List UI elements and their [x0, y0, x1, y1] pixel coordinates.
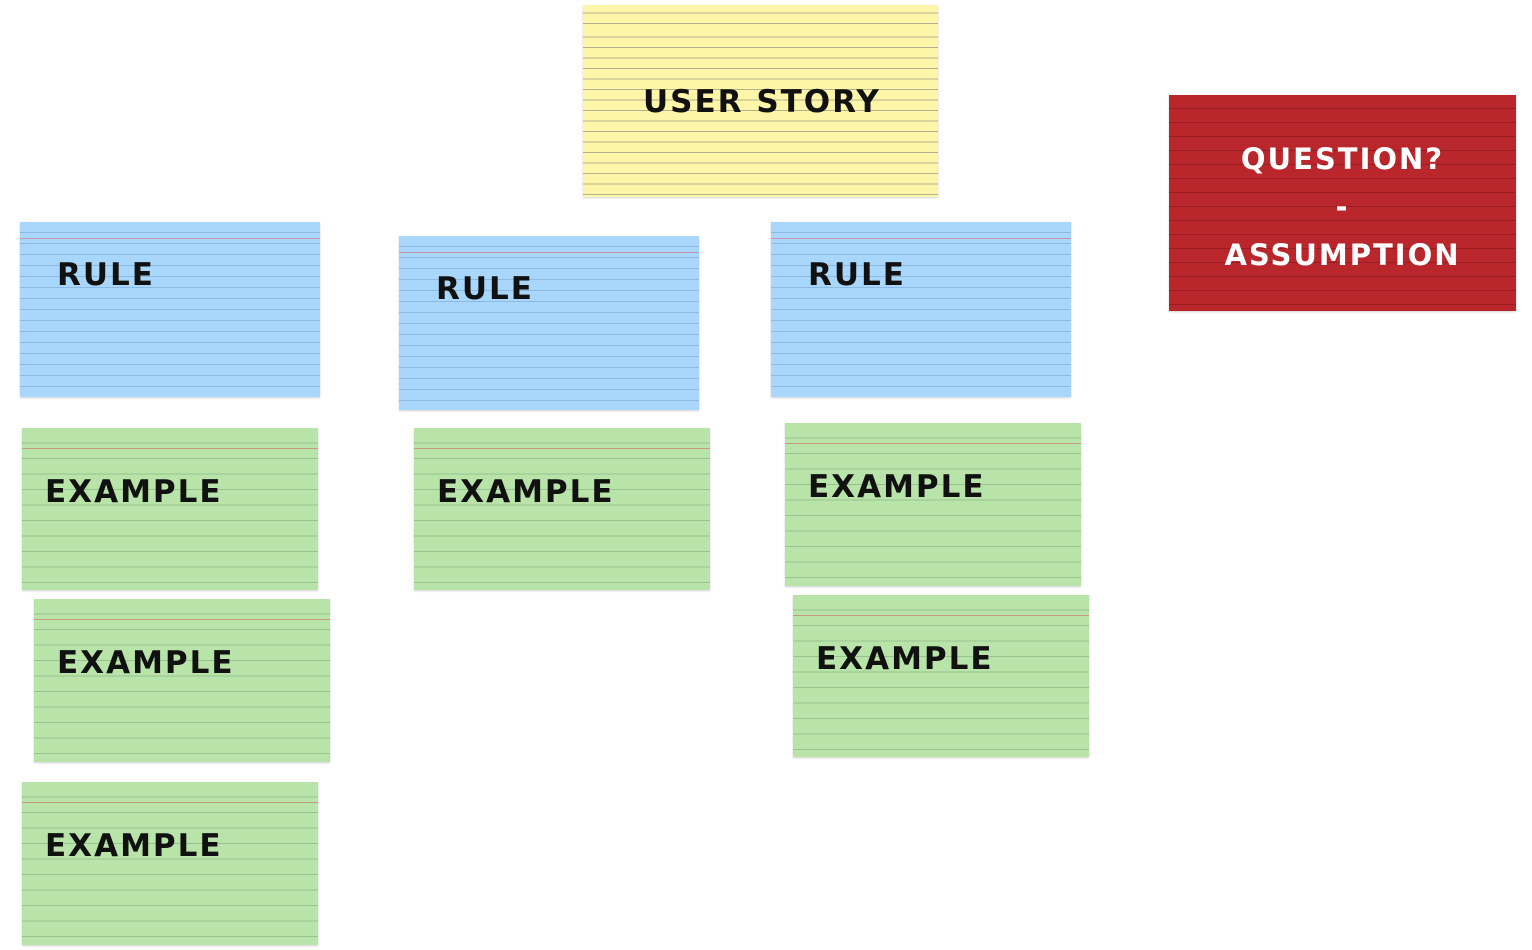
example-card-1-2[interactable]: EXAMPLE: [34, 599, 330, 762]
question-label: QUESTION?: [1240, 142, 1445, 176]
example-label: EXAMPLE: [437, 474, 615, 510]
example-card-2-1[interactable]: EXAMPLE: [414, 428, 710, 590]
rule-card-1[interactable]: RULE: [20, 222, 320, 397]
question-assumption-card[interactable]: QUESTION? - ASSUMPTION: [1169, 95, 1516, 311]
rule-label: RULE: [57, 257, 155, 293]
example-card-3-2[interactable]: EXAMPLE: [793, 595, 1089, 757]
separator-dash: -: [1335, 190, 1350, 224]
rule-card-3[interactable]: RULE: [771, 222, 1071, 397]
example-label: EXAMPLE: [45, 828, 223, 864]
example-label: EXAMPLE: [57, 645, 235, 681]
example-label: EXAMPLE: [816, 641, 994, 677]
assumption-label: ASSUMPTION: [1224, 238, 1461, 272]
user-story-label: USER STORY: [643, 84, 881, 120]
example-card-3-1[interactable]: EXAMPLE: [785, 423, 1081, 586]
user-story-card[interactable]: USER STORY: [583, 5, 938, 197]
example-label: EXAMPLE: [808, 469, 986, 505]
example-card-1-1[interactable]: EXAMPLE: [22, 428, 318, 590]
rule-label: RULE: [808, 257, 906, 293]
example-card-1-3[interactable]: EXAMPLE: [22, 782, 318, 945]
rule-label: RULE: [436, 271, 534, 307]
example-label: EXAMPLE: [45, 474, 223, 510]
rule-card-2[interactable]: RULE: [399, 236, 699, 410]
